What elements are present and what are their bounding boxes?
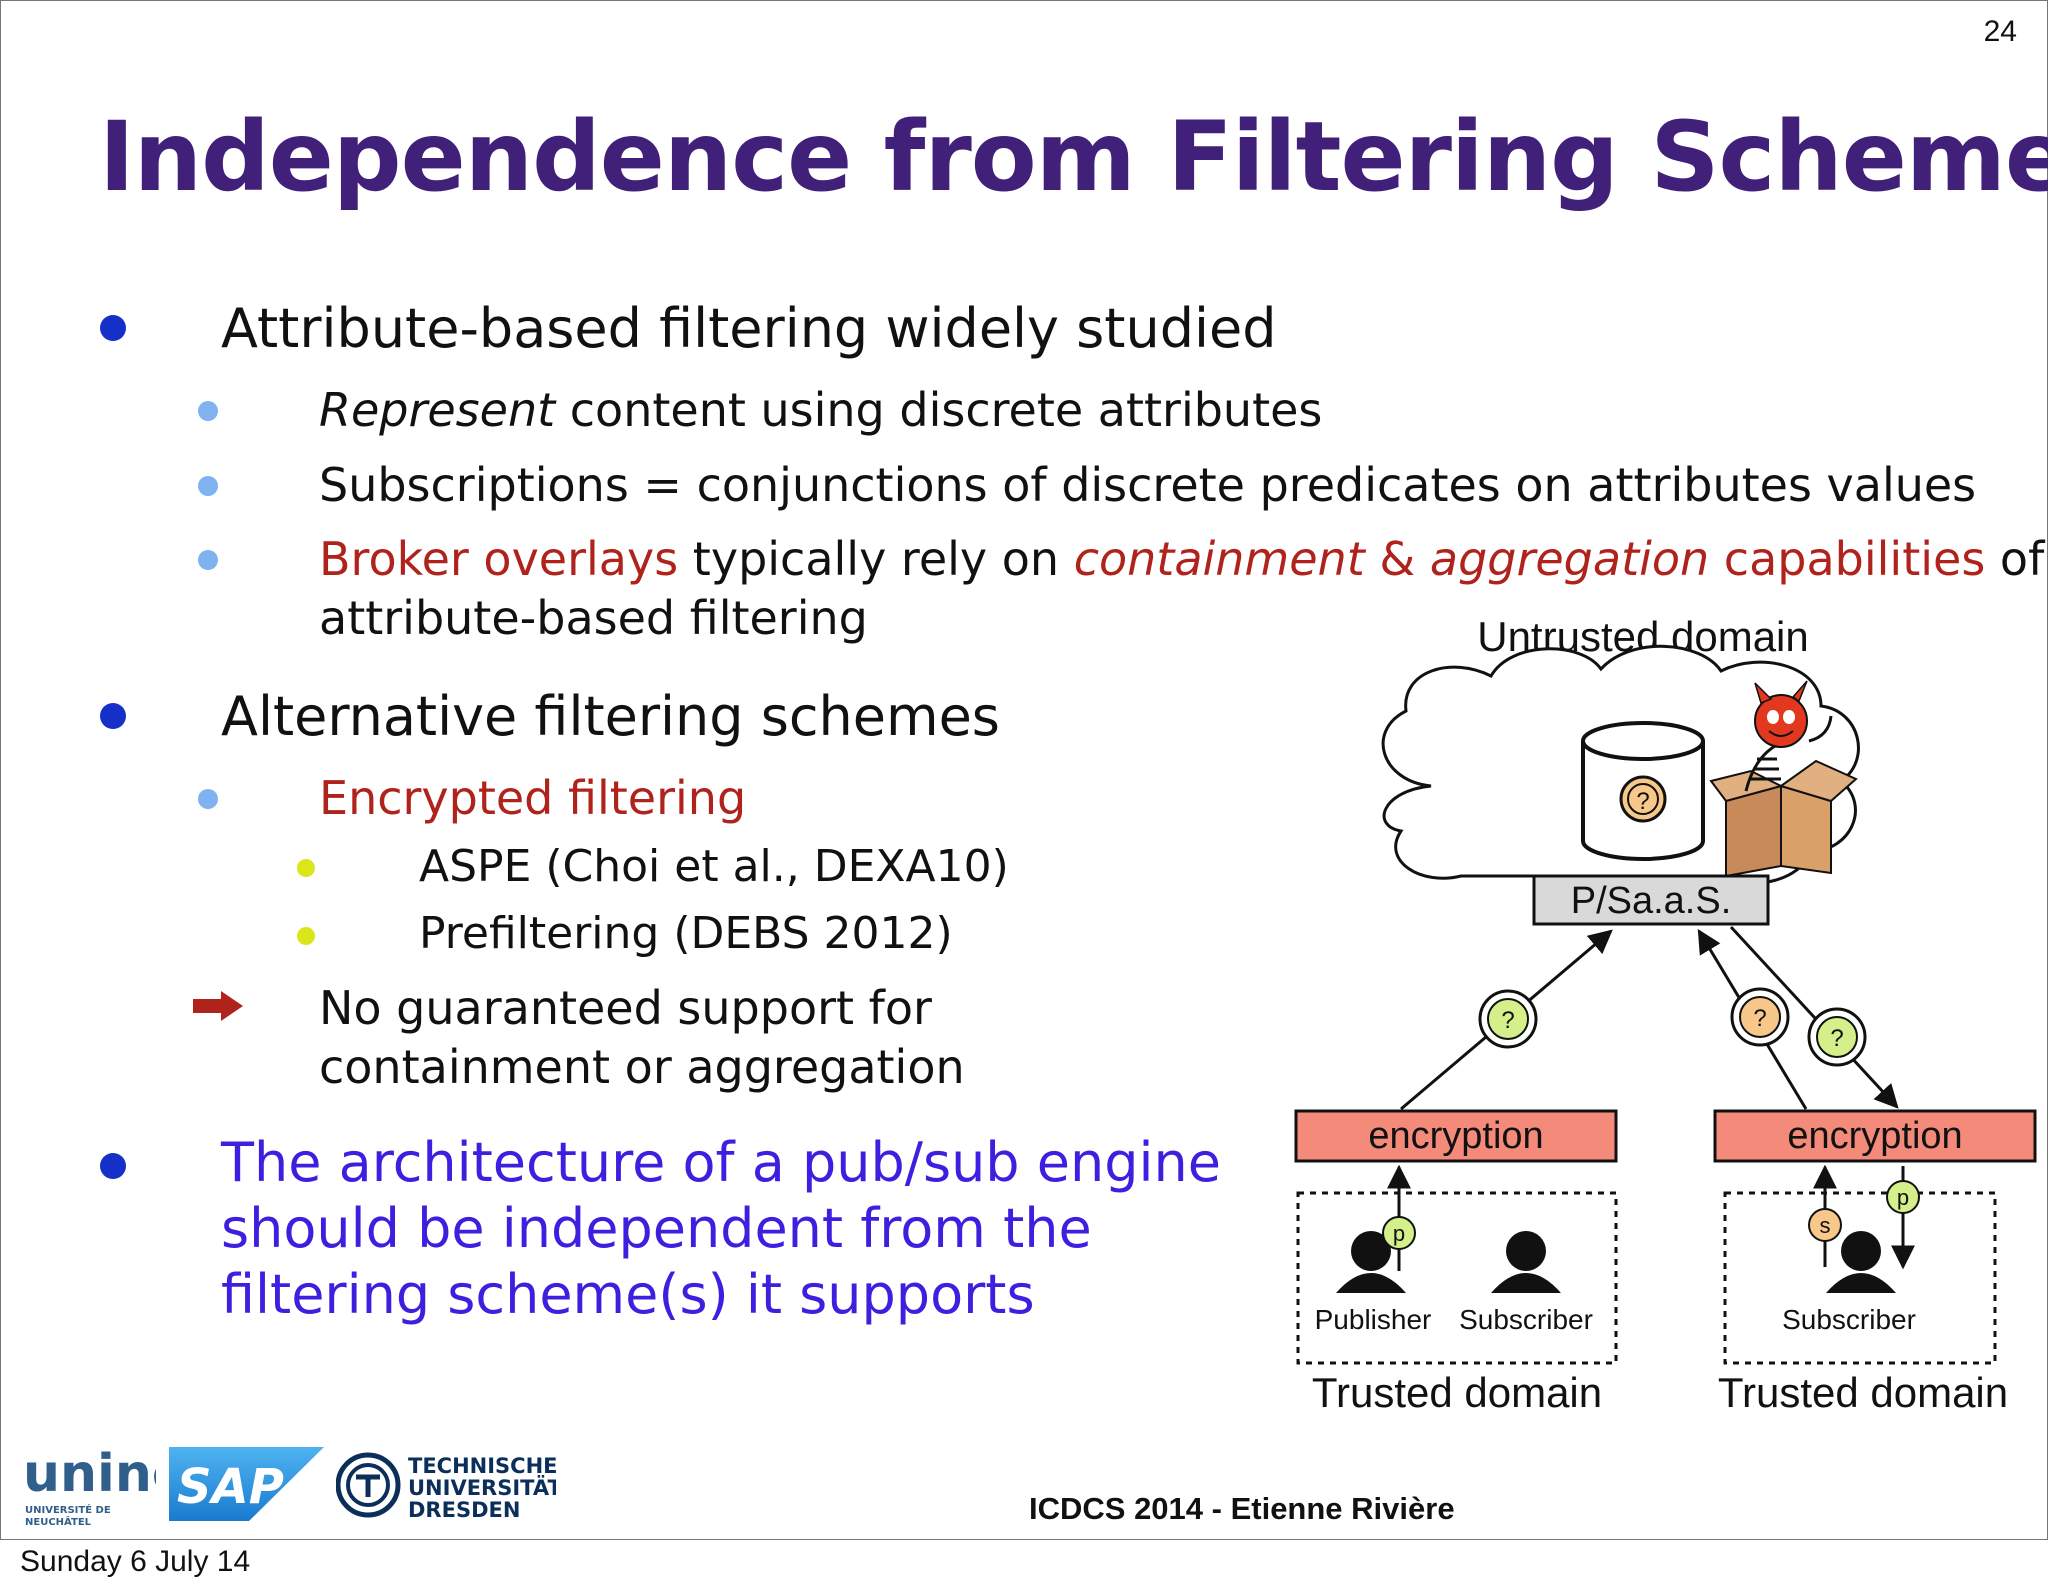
bullet-dot xyxy=(100,703,126,729)
publisher-label: Publisher xyxy=(1315,1304,1432,1335)
p-badge-right: p xyxy=(1897,1185,1909,1210)
bullet-dot xyxy=(100,315,126,341)
badge-q-1: ? xyxy=(1501,1007,1514,1034)
sub-bullet-dot xyxy=(198,550,218,570)
tu-dresden-logo: TECHNISCHE UNIVERSITÄT DRESDEN xyxy=(335,1451,562,1525)
trusted-box-right xyxy=(1723,1191,1997,1365)
s-badge: s xyxy=(1808,1208,1842,1242)
item-aspe: ASPE (Choi et al., DEXA10) xyxy=(419,841,1009,892)
unine-logo: unine UNIVERSITÉ DE NEUCHÂTEL xyxy=(21,1443,187,1528)
devil-in-box-icon xyxy=(1709,680,1858,878)
encryption-label-left: encryption xyxy=(1368,1115,1543,1157)
unine-sub-line2: NEUCHÂTEL xyxy=(25,1515,92,1527)
bullet-alternative: Alternative filtering schemes xyxy=(221,685,1000,748)
badge-q-2: ? xyxy=(1753,1005,1766,1032)
sub-bullet-dot xyxy=(198,789,218,809)
sap-logo: SAP xyxy=(169,1447,324,1525)
tud-line3: DRESDEN xyxy=(408,1498,520,1521)
architecture-diagram: Untrusted domain ? xyxy=(1294,613,2037,1416)
sub-sub-bullet-dot xyxy=(297,859,315,877)
sub-bullet-represent: Represent content using discrete attribu… xyxy=(319,383,1322,437)
subscriber-label-left: Subscriber xyxy=(1459,1304,1593,1335)
no-guaranteed-line2: containment or aggregation xyxy=(319,1040,965,1094)
sub-sub-bullet-dot xyxy=(297,927,315,945)
item-prefiltering: Prefiltering (DEBS 2012) xyxy=(419,908,953,959)
conclusion-line3: filtering scheme(s) it supports xyxy=(221,1263,1035,1326)
sub-bullet-broker-line2: attribute-based filtering xyxy=(319,591,868,645)
tud-line1: TECHNISCHE xyxy=(408,1454,556,1478)
arrow-right-icon xyxy=(193,991,243,1021)
slide-date: Sunday 6 July 14 xyxy=(20,1545,251,1578)
represent-italic: Represent xyxy=(319,383,556,437)
trusted-domain-right: Trusted domain xyxy=(1718,1369,2008,1416)
sub-bullet-dot xyxy=(198,476,218,496)
psaas-label: P/Sa.a.S. xyxy=(1571,880,1732,922)
subscriber-person-icon xyxy=(1491,1231,1561,1293)
p-badge: p xyxy=(1886,1180,1920,1214)
s-badge-text: s xyxy=(1820,1213,1831,1238)
page-number: 24 xyxy=(1983,15,2017,48)
publisher-person-icon xyxy=(1336,1231,1406,1293)
encryption-label-right: encryption xyxy=(1787,1115,1962,1157)
question-badge: ? xyxy=(1478,989,1538,1049)
aggregation-text: aggregation xyxy=(1429,532,1710,586)
database-icon: ? xyxy=(1581,721,1705,861)
slide: 24 Independence from Filtering Scheme At… xyxy=(0,0,2048,1540)
broker-overlays-text: Broker overlays xyxy=(319,532,679,586)
question-badge: ? xyxy=(1730,987,1790,1047)
slide-title: Independence from Filtering Scheme xyxy=(99,101,2048,213)
trusted-domain-left: Trusted domain xyxy=(1312,1369,1602,1416)
sub-bullet-broker-overlays: Broker overlays typically rely on contai… xyxy=(319,532,2044,586)
tud-line2: UNIVERSITÄT xyxy=(408,1475,556,1500)
bullet-attribute-based: Attribute-based filtering widely studied xyxy=(221,297,1277,360)
question-badge: ? xyxy=(1807,1007,1867,1067)
db-question-mark: ? xyxy=(1636,788,1649,815)
p-badge-left: p xyxy=(1393,1221,1405,1246)
unine-sub-line1: UNIVERSITÉ DE xyxy=(25,1503,111,1516)
unine-logo-text: unine xyxy=(23,1444,156,1504)
badge-q-3: ? xyxy=(1830,1025,1843,1052)
sap-logo-text: SAP xyxy=(177,1459,284,1515)
subscriber-right-person-icon xyxy=(1826,1231,1896,1293)
capabilities-text: capabilities xyxy=(1709,532,1986,586)
encryption-box-left xyxy=(1294,1109,1618,1163)
arrow-deliver xyxy=(1729,925,1899,1109)
containment-text: containment xyxy=(1073,532,1365,586)
bullet-dot xyxy=(100,1153,126,1179)
represent-rest: content using discrete attributes xyxy=(555,383,1323,437)
subscriber-label-right: Subscriber xyxy=(1782,1304,1916,1335)
p-badge: p xyxy=(1382,1216,1416,1250)
encryption-box-right xyxy=(1713,1109,2037,1163)
sub-bullet-dot xyxy=(198,401,218,421)
sub-bullet-subscriptions: Subscriptions = conjunctions of discrete… xyxy=(319,458,1977,512)
trusted-box-left xyxy=(1296,1191,1618,1365)
psaas-box xyxy=(1532,874,1770,926)
no-guaranteed-line1: No guaranteed support for xyxy=(319,981,932,1035)
of-text: of xyxy=(1985,532,2045,586)
amp-text: & xyxy=(1364,532,1430,586)
sub-bullet-encrypted: Encrypted filtering xyxy=(319,771,747,825)
conclusion-line1: The architecture of a pub/sub engine xyxy=(221,1131,1221,1194)
footer-conference: ICDCS 2014 - Etienne Rivière xyxy=(1029,1491,1455,1526)
broker-mid-text: typically rely on xyxy=(678,532,1074,586)
conclusion-line2: should be independent from the xyxy=(221,1197,1092,1260)
